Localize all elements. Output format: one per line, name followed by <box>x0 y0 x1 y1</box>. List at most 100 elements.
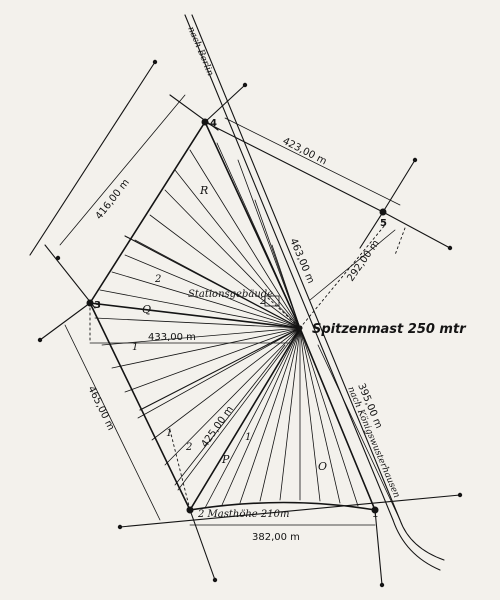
distance-label-2-1: 382,00 m <box>252 532 300 543</box>
edge-4-5 <box>204 121 384 213</box>
dim-2-mast <box>174 344 286 486</box>
dim-5-mast <box>309 229 396 301</box>
fan-spokes <box>94 142 359 509</box>
station-3-label: 3 <box>94 300 101 311</box>
distance-label-3-4: 416,00 m <box>94 177 132 222</box>
sector-label-o: O <box>318 460 327 473</box>
guy-rays <box>29 61 461 586</box>
guy-anchor <box>117 524 123 530</box>
railway-curve-a <box>392 519 441 571</box>
dash-5-tick <box>394 227 406 256</box>
guy-anchor <box>212 577 218 583</box>
sector-label-p: P <box>221 453 230 466</box>
guy-anchor <box>379 582 385 588</box>
spoke <box>99 289 301 329</box>
station-5-marker <box>379 208 387 216</box>
spoke <box>124 254 301 329</box>
station-markers <box>37 59 463 588</box>
station-5-label: 5 <box>380 218 387 229</box>
spoke <box>299 327 341 504</box>
station-1-label: 1 <box>372 509 378 520</box>
spoke <box>111 327 301 369</box>
divider-r-q <box>124 235 301 329</box>
station-4-label: 4 <box>210 118 217 129</box>
spoke <box>239 327 301 504</box>
guy-anchor <box>447 245 453 251</box>
ray-2-down <box>189 509 216 581</box>
ray-5-down <box>359 211 384 249</box>
spoke <box>111 271 301 329</box>
spoke <box>164 189 301 329</box>
spoke <box>101 327 301 346</box>
spoke <box>189 149 301 329</box>
spoke <box>237 159 301 329</box>
ray-5-right <box>382 211 451 249</box>
railway-line-a <box>184 14 394 521</box>
spoke <box>259 327 301 502</box>
spoke <box>271 244 301 329</box>
dash-2 <box>169 429 191 511</box>
divider-q-p <box>139 327 301 411</box>
spoke <box>279 327 301 501</box>
spoke <box>299 327 321 502</box>
ray-5-up <box>382 159 416 213</box>
spoke <box>177 327 301 491</box>
dash-station <box>267 297 301 329</box>
dimension-lines <box>59 94 401 526</box>
sector-label-r: R <box>199 184 208 197</box>
dim-4-5 <box>224 117 401 206</box>
spoke <box>204 327 301 509</box>
guy-anchor <box>412 157 418 163</box>
ray-left-3b <box>44 244 96 309</box>
station-3-marker <box>86 299 94 307</box>
sector-dividers <box>124 235 301 411</box>
outline-upper <box>89 120 302 329</box>
dim-1-mast <box>317 344 401 521</box>
outline-lower-right <box>299 327 376 511</box>
guy-anchor <box>152 59 158 65</box>
subsector-p1: 1 <box>245 432 251 443</box>
ray-bottom <box>119 494 461 528</box>
dim-3-4 <box>59 94 186 246</box>
station-building-label: Stationsgebäude <box>188 289 273 300</box>
distance-label-3-2: 465,00 m <box>85 384 116 432</box>
spoke <box>151 327 301 441</box>
outline-bottom-arc <box>189 501 376 511</box>
distance-label-4-5: 423,00 m <box>281 136 329 168</box>
ray-top-4b <box>204 84 246 123</box>
spoke <box>216 142 301 329</box>
dim-3-2 <box>64 324 161 521</box>
ray-top-4 <box>169 94 219 131</box>
mast-marker <box>297 325 303 331</box>
subsector-side-1: 1 <box>166 428 172 439</box>
ray-left-3 <box>39 302 91 341</box>
railway-line-b <box>191 14 401 521</box>
mast-label: Spitzenmast 250 mtr <box>312 322 467 337</box>
spoke <box>221 327 301 506</box>
guy-anchor <box>242 82 248 88</box>
sector-label-q: Q <box>142 303 151 316</box>
distance-label-4-mast: 463,00 m <box>287 237 316 285</box>
station-2-marker <box>186 506 194 514</box>
railway-curve-b <box>399 519 445 561</box>
route-label-berlin: nach Berlin <box>185 25 215 78</box>
spoke <box>164 327 301 466</box>
ray-upper-left <box>29 61 156 256</box>
spoke <box>299 327 359 507</box>
construction-lines <box>89 224 406 511</box>
distance-label-3-mast: 433,00 m <box>148 332 196 343</box>
spoke <box>94 317 301 329</box>
ray-1-down <box>374 509 383 586</box>
subsector-q1: 1 <box>132 342 138 353</box>
subsector-p2: 2 <box>185 442 192 453</box>
railway-lines <box>184 14 445 571</box>
dash-5-mast <box>299 224 386 329</box>
distance-label-5-mast: 292,00 m <box>345 238 381 284</box>
guy-anchor <box>55 255 61 261</box>
subsector-q2: 2 <box>154 274 161 285</box>
spoke <box>124 327 301 393</box>
station-1-marker <box>371 506 379 514</box>
station-4-marker <box>201 118 209 126</box>
